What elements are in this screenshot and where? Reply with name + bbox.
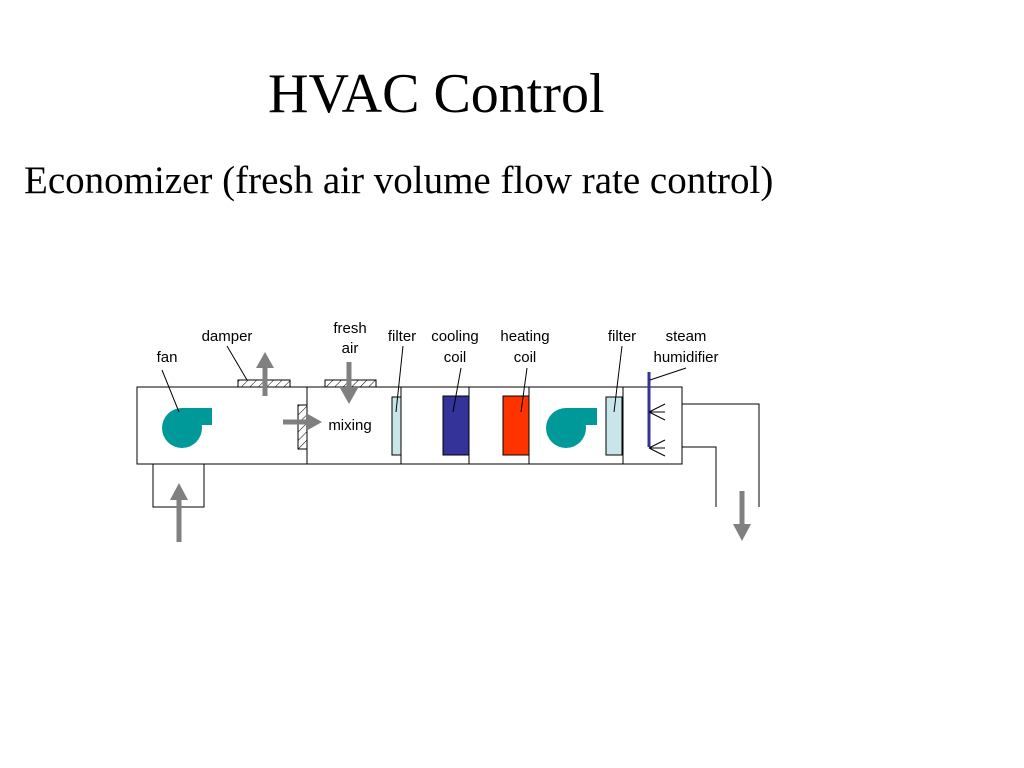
cooling-coil [442, 395, 470, 456]
slide-subtitle: Economizer (fresh air volume flow rate c… [24, 159, 774, 202]
leader-line [452, 367, 462, 413]
return-air-arrow [170, 483, 188, 542]
filter-2 [605, 396, 623, 456]
recirculation-arrow [283, 413, 322, 431]
leader-line [395, 345, 404, 413]
leader-line [226, 345, 248, 381]
supply-air-arrow [733, 491, 751, 541]
label-damper: damper [202, 328, 253, 345]
label-filter-2: filter [608, 328, 636, 345]
leader-line [613, 345, 623, 413]
supply-duct-outer [682, 403, 760, 507]
exhaust-air-arrow [256, 352, 274, 396]
supply-fan-icon [546, 408, 597, 448]
label-heating-coil-line2: coil [514, 349, 537, 366]
label-mixing: mixing [328, 417, 371, 434]
steam-humidifier [647, 372, 666, 457]
label-filter-1: filter [388, 328, 416, 345]
label-cooling-coil-line2: coil [444, 349, 467, 366]
label-cooling-coil-line1: cooling [431, 328, 479, 345]
fresh-air-arrow [340, 362, 358, 404]
label-heating-coil-line1: heating [500, 328, 549, 345]
label-fresh-air-line1: fresh [333, 320, 366, 337]
return-fan-icon [162, 408, 212, 448]
heating-coil [502, 395, 530, 456]
filter-1 [391, 396, 402, 456]
leader-line [649, 367, 687, 381]
leader-line [161, 369, 180, 413]
leader-line [520, 367, 528, 413]
label-steam-humidifier-line2: humidifier [653, 349, 718, 366]
label-steam-humidifier-line1: steam [666, 328, 707, 345]
recirculation-damper [297, 404, 308, 450]
supply-duct-inner [682, 446, 717, 507]
label-fresh-air-line2: air [342, 340, 359, 357]
label-fan: fan [157, 349, 178, 366]
air-handling-unit-housing [136, 386, 683, 465]
